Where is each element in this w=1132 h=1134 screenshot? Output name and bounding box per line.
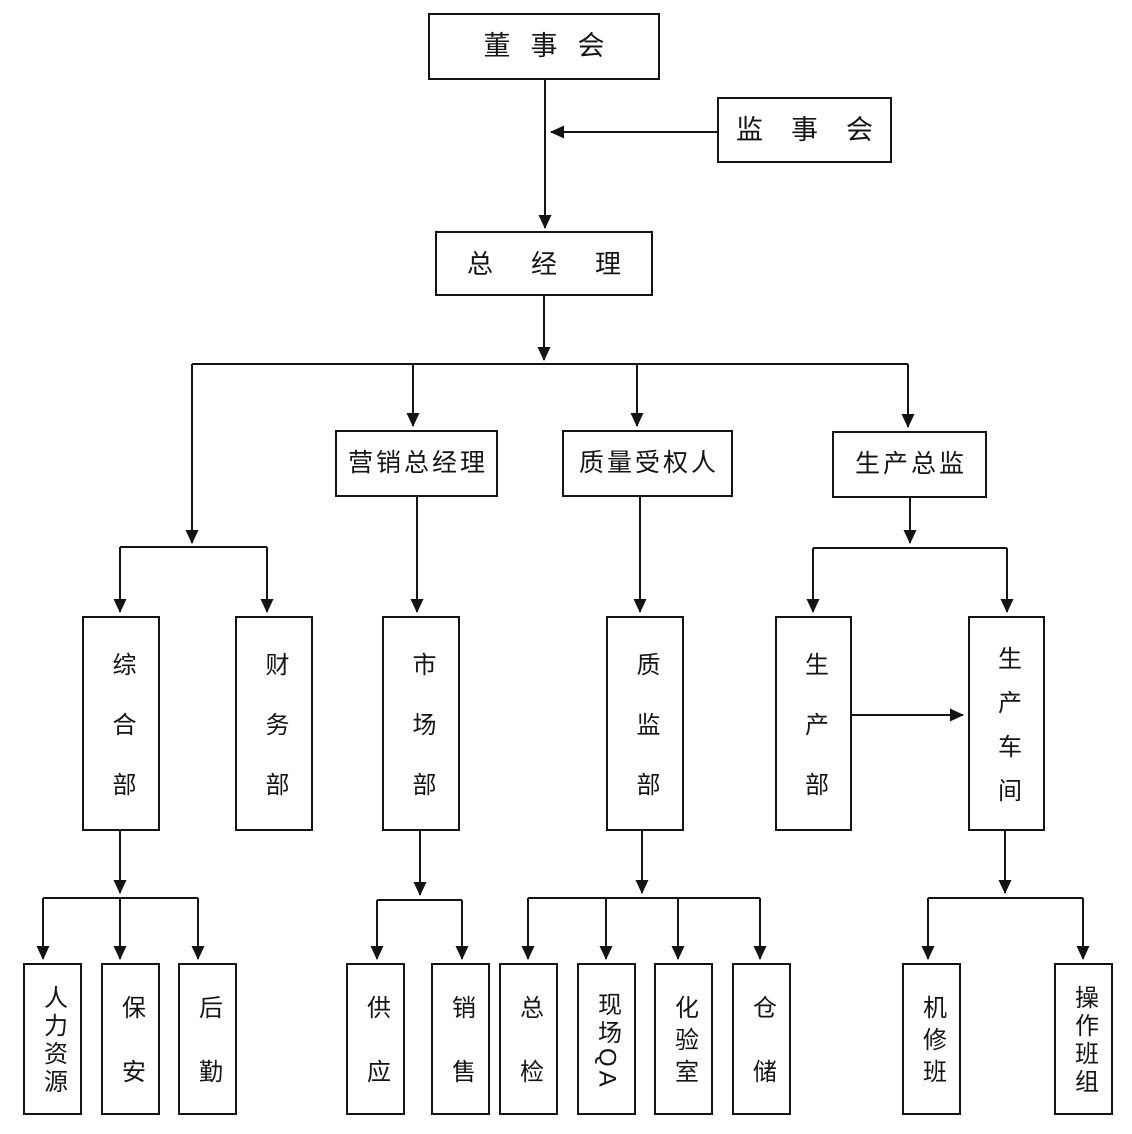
node-onsite-qa-label: 现场QA (593, 991, 621, 1091)
node-production-workshop-label: 生产车间 (993, 645, 1021, 822)
node-general-dept-label: 综合部 (108, 651, 135, 832)
node-sales: 销售 (431, 963, 490, 1123)
node-production-dept: 生产部 (775, 616, 852, 832)
node-production-workshop: 生产车间 (968, 616, 1045, 831)
node-onsite-qa: 现场QA (577, 963, 636, 1115)
node-sales-label: 销售 (447, 995, 475, 1123)
node-production-director: 生产总监 (832, 431, 987, 498)
node-security-label: 保安 (117, 995, 145, 1123)
node-human-resources: 人力资源 (23, 963, 82, 1115)
node-quality-supervision-dept-label: 质监部 (632, 651, 659, 832)
node-board: 董事会 (428, 13, 660, 80)
node-warehouse: 仓储 (732, 963, 791, 1123)
node-operation-team-label: 操作班组 (1070, 985, 1098, 1097)
node-quality-authorized-person-label: 质量受权人 (578, 449, 719, 477)
node-market-dept-label: 市场部 (408, 651, 435, 832)
node-quality-authorized-person: 质量受权人 (562, 430, 733, 497)
node-logistics: 后勤 (178, 963, 237, 1123)
node-general-manager: 总经理 (435, 231, 653, 296)
node-security: 保安 (101, 963, 160, 1123)
node-operation-team: 操作班组 (1054, 963, 1113, 1115)
node-supervisory-board-label: 监事会 (736, 114, 901, 145)
node-production-dept-label: 生产部 (800, 651, 828, 832)
node-general-inspection: 总检 (499, 963, 558, 1123)
node-general-manager-label: 总经理 (466, 248, 659, 279)
node-finance-dept: 财务部 (235, 616, 313, 832)
node-supply-label: 供应 (362, 995, 390, 1123)
node-quality-supervision-dept: 质监部 (606, 616, 684, 832)
node-supply: 供应 (346, 963, 405, 1123)
node-laboratory-label: 化验室 (670, 995, 698, 1091)
node-machine-repair-team-label: 机修班 (918, 995, 946, 1091)
node-supervisory-board: 监事会 (717, 97, 892, 163)
node-marketing-gm-label: 营销总经理 (347, 449, 488, 477)
node-finance-dept-label: 财务部 (261, 651, 288, 832)
node-logistics-label: 后勤 (194, 995, 222, 1123)
node-laboratory: 化验室 (654, 963, 713, 1115)
node-general-inspection-label: 总检 (515, 995, 543, 1123)
node-production-director-label: 生产总监 (854, 450, 967, 478)
node-board-label: 董事会 (483, 31, 625, 61)
node-machine-repair-team: 机修班 (902, 963, 961, 1115)
node-general-dept: 综合部 (82, 616, 160, 832)
node-market-dept: 市场部 (382, 616, 460, 832)
node-human-resources-label: 人力资源 (39, 985, 67, 1097)
node-marketing-gm: 营销总经理 (335, 430, 498, 497)
node-warehouse-label: 仓储 (748, 995, 776, 1123)
